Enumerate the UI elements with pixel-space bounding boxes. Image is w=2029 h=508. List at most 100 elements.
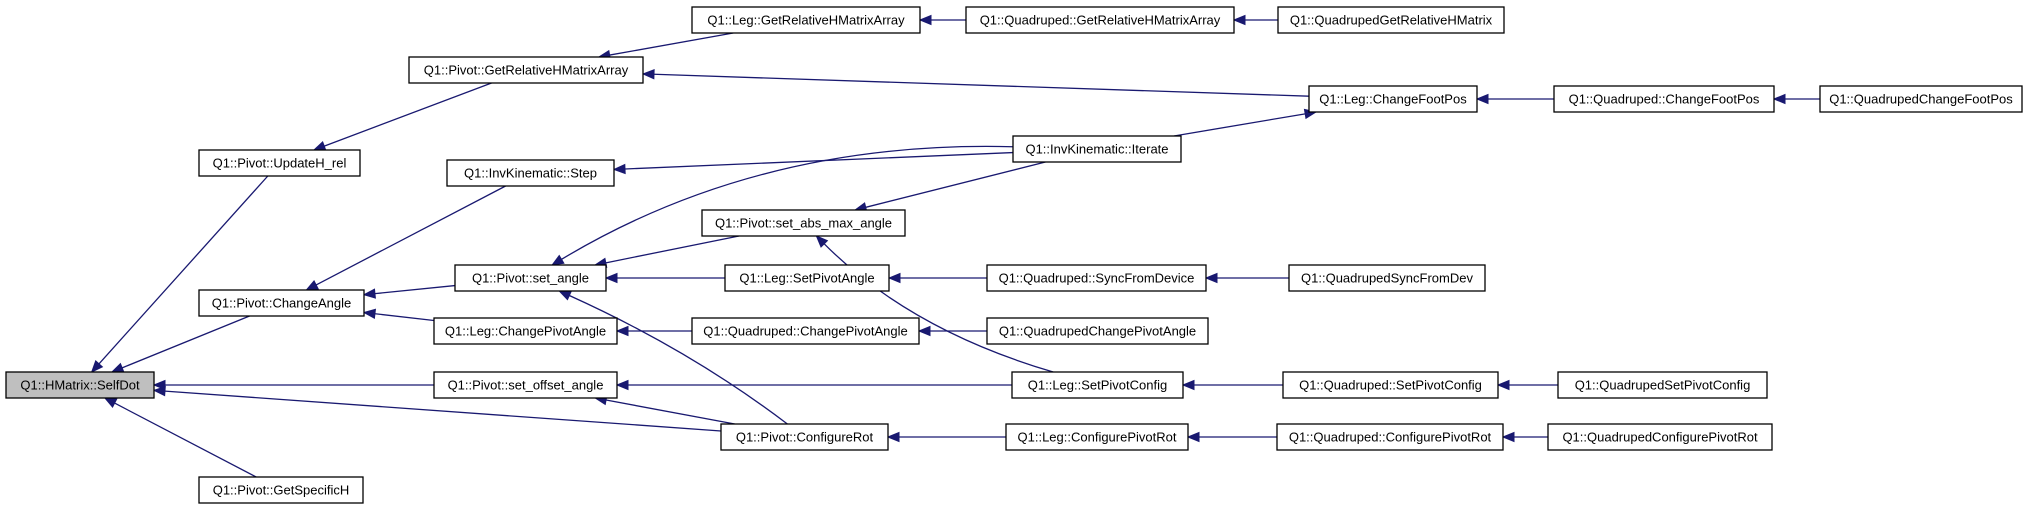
graph-node-label: Q1::Pivot::ChangeAngle — [212, 296, 351, 311]
call-edge-arrowhead — [615, 325, 629, 337]
graph-node-box[interactable] — [965, 6, 1235, 34]
graph-node-hmatrix-selfdot[interactable]: Q1::HMatrix::SelfDot — [5, 371, 155, 399]
graph-node-label: Q1::QuadrupedChangePivotAngle — [999, 324, 1196, 339]
graph-node-box[interactable] — [198, 289, 365, 317]
graph-node-pivot-set-offset-angle[interactable]: Q1::Pivot::set_offset_angle — [433, 371, 618, 399]
graph-node-box[interactable] — [1819, 85, 2023, 113]
graph-node-box[interactable] — [433, 317, 618, 345]
graph-node-label: Q1::Leg::GetRelativeHMatrixArray — [707, 13, 905, 28]
graph-node-box[interactable] — [1547, 423, 1773, 451]
graph-node-quadruped-setpivotconfig[interactable]: Q1::Quadruped::SetPivotConfig — [1282, 371, 1499, 399]
call-edge-arrowhead — [641, 69, 655, 80]
graph-node-label: Q1::Pivot::set_offset_angle — [448, 378, 604, 393]
graph-node-label: Q1::InvKinematic::Iterate — [1025, 142, 1168, 157]
graph-node-label: Q1::Pivot::set_angle — [472, 271, 589, 286]
graph-node-box[interactable] — [1553, 85, 1775, 113]
graph-node-quadrupedgetrelativehmatrix[interactable]: Q1::QuadrupedGetRelativeHMatrix — [1277, 6, 1505, 34]
graph-node-leg-changepivotangle[interactable]: Q1::Leg::ChangePivotAngle — [433, 317, 618, 345]
graph-node-pivot-changeangle[interactable]: Q1::Pivot::ChangeAngle — [198, 289, 365, 317]
graph-node-box[interactable] — [5, 371, 155, 399]
graph-node-pivot-getrelativehmatrixarray[interactable]: Q1::Pivot::GetRelativeHMatrixArray — [408, 56, 644, 84]
graph-node-box[interactable] — [720, 423, 889, 451]
graph-node-quadrupedchangepivotangle[interactable]: Q1::QuadrupedChangePivotAngle — [986, 317, 1209, 345]
call-edge — [374, 313, 435, 322]
graph-node-label: Q1::QuadrupedSetPivotConfig — [1575, 378, 1751, 393]
graph-node-label: Q1::Leg::ChangePivotAngle — [445, 324, 606, 339]
graph-node-leg-configurepivotrot[interactable]: Q1::Leg::ConfigurePivotRot — [1005, 423, 1189, 451]
graph-node-label: Q1::Leg::SetPivotConfig — [1028, 378, 1167, 393]
call-edge-arrowhead — [90, 359, 104, 373]
call-edge-arrowhead — [918, 14, 932, 26]
call-edge — [865, 161, 1046, 208]
call-edge — [605, 399, 735, 425]
call-edge-arrowhead — [103, 397, 118, 408]
graph-node-box[interactable] — [433, 371, 618, 399]
graph-node-box[interactable] — [1011, 371, 1184, 399]
graph-node-label: Q1::Leg::SetPivotAngle — [739, 271, 874, 286]
graph-node-box[interactable] — [986, 317, 1209, 345]
graph-node-pivot-configurerot[interactable]: Q1::Pivot::ConfigureRot — [720, 423, 889, 451]
call-edge-arrowhead — [1186, 431, 1200, 443]
graph-node-quadrupedsetpivotconfig[interactable]: Q1::QuadrupedSetPivotConfig — [1557, 371, 1768, 399]
graph-node-box[interactable] — [691, 317, 920, 345]
call-edge-arrowhead — [1204, 272, 1218, 284]
graph-node-quadrupedconfigurepivotrot[interactable]: Q1::QuadrupedConfigurePivotRot — [1547, 423, 1773, 451]
graph-node-quadruped-configurepivotrot[interactable]: Q1::Quadruped::ConfigurePivotRot — [1276, 423, 1504, 451]
call-edge — [315, 185, 506, 286]
call-edge-arrowhead — [887, 272, 901, 284]
graph-node-box[interactable] — [701, 209, 906, 237]
graph-node-pivot-set-abs-max-angle[interactable]: Q1::Pivot::set_abs_max_angle — [701, 209, 906, 237]
call-edge — [569, 294, 788, 425]
graph-node-box[interactable] — [724, 264, 890, 292]
graph-node-box[interactable] — [408, 56, 644, 84]
call-edge-arrowhead — [1501, 431, 1515, 443]
call-edge-arrowhead — [550, 254, 565, 266]
graph-node-box[interactable] — [691, 6, 921, 34]
call-edge — [164, 390, 722, 432]
graph-node-box[interactable] — [1308, 85, 1478, 113]
graph-node-label: Q1::Pivot::ConfigureRot — [736, 430, 874, 445]
graph-node-label: Q1::Pivot::GetSpecificH — [213, 483, 350, 498]
graph-node-leg-setpivotangle[interactable]: Q1::Leg::SetPivotAngle — [724, 264, 890, 292]
call-edge-arrowhead — [110, 362, 125, 373]
graph-node-label: Q1::Quadruped::SyncFromDevice — [999, 271, 1195, 286]
call-edge-arrowhead — [1772, 93, 1786, 105]
graph-node-invkinematic-iterate[interactable]: Q1::InvKinematic::Iterate — [1012, 135, 1182, 163]
graph-node-box[interactable] — [446, 159, 615, 187]
graph-node-box[interactable] — [454, 264, 607, 292]
graph-node-box[interactable] — [1277, 6, 1505, 34]
graph-node-quadruped-changepivotangle[interactable]: Q1::Quadruped::ChangePivotAngle — [691, 317, 920, 345]
graph-node-box[interactable] — [1276, 423, 1504, 451]
graph-node-box[interactable] — [1557, 371, 1768, 399]
graph-node-pivot-set-angle[interactable]: Q1::Pivot::set_angle — [454, 264, 607, 292]
graph-node-quadruped-changefootpos[interactable]: Q1::Quadruped::ChangeFootPos — [1553, 85, 1775, 113]
call-edge-arrowhead — [1181, 379, 1195, 391]
graph-node-leg-setpivotconfig[interactable]: Q1::Leg::SetPivotConfig — [1011, 371, 1184, 399]
graph-node-invkinematic-step[interactable]: Q1::InvKinematic::Step — [446, 159, 615, 187]
graph-node-label: Q1::Leg::ChangeFootPos — [1319, 92, 1467, 107]
graph-node-pivot-getspecifich[interactable]: Q1::Pivot::GetSpecificH — [198, 476, 364, 504]
graph-node-label: Q1::Pivot::set_abs_max_angle — [715, 216, 892, 231]
call-edge — [653, 73, 1310, 97]
call-edge-arrowhead — [362, 308, 377, 319]
graph-node-quadrupedchangefootpos[interactable]: Q1::QuadrupedChangeFootPos — [1819, 85, 2023, 113]
graph-node-box[interactable] — [1005, 423, 1189, 451]
graph-node-leg-getrelativehmatrixarray[interactable]: Q1::Leg::GetRelativeHMatrixArray — [691, 6, 921, 34]
call-edge-arrowhead — [152, 385, 166, 397]
graph-node-leg-changefootpos[interactable]: Q1::Leg::ChangeFootPos — [1308, 85, 1478, 113]
call-edge — [121, 315, 250, 369]
graph-node-box[interactable] — [1012, 135, 1182, 163]
call-graph-edges — [90, 14, 1820, 478]
graph-node-quadrupedsyncfromdev[interactable]: Q1::QuadrupedSyncFromDev — [1288, 264, 1486, 292]
call-edge — [374, 284, 456, 295]
call-edge-arrowhead — [917, 325, 931, 337]
graph-node-box[interactable] — [986, 264, 1207, 292]
graph-node-pivot-updateh-rel[interactable]: Q1::Pivot::UpdateH_rel — [198, 149, 361, 177]
call-edge-arrowhead — [612, 163, 626, 175]
graph-node-box[interactable] — [198, 476, 364, 504]
graph-node-box[interactable] — [1282, 371, 1499, 399]
graph-node-quadruped-syncfromdevice[interactable]: Q1::Quadruped::SyncFromDevice — [986, 264, 1207, 292]
graph-node-box[interactable] — [198, 149, 361, 177]
graph-node-quadruped-getrelativehmatrixarray[interactable]: Q1::Quadruped::GetRelativeHMatrixArray — [965, 6, 1235, 34]
graph-node-box[interactable] — [1288, 264, 1486, 292]
